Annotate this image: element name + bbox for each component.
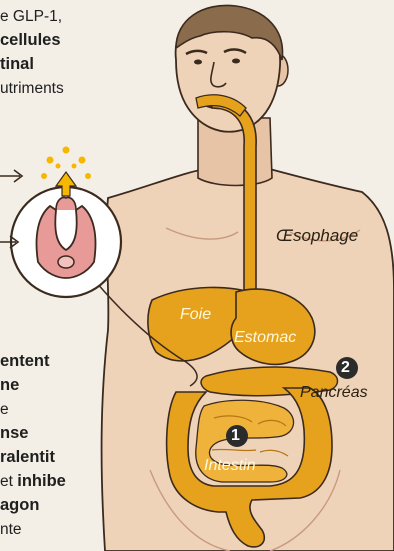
top-text-line-2: cellules: [0, 31, 61, 50]
label-pancreas: Pancréas: [300, 384, 368, 402]
bottom-text-line-8: nte: [0, 520, 22, 539]
bottom-text-line-5: ralentit: [0, 448, 55, 467]
label-foie: Foie: [180, 306, 211, 324]
pointer-arrow-1: [0, 170, 22, 182]
bottom-text-line-6: et inhibe: [0, 472, 66, 491]
top-text-line-4: utriments: [0, 79, 64, 98]
bottom-text-line-3: e: [0, 400, 9, 419]
bottom-text-line-7: agon: [0, 496, 39, 515]
cell-nucleus: [58, 256, 74, 268]
top-text-line-3: tinal: [0, 55, 34, 74]
bottom-text-line-2: ne: [0, 376, 19, 395]
pancreas-marker-number: 2: [341, 358, 350, 377]
top-text-line-1: e GLP-1,: [0, 7, 62, 26]
label-oesophage: Œsophage: [276, 226, 358, 246]
bottom-text-line-6-bold: inhibe: [17, 472, 66, 490]
bottom-text-line-1: entent: [0, 352, 50, 371]
cell-villi: [56, 198, 76, 211]
intestin-marker-number: 1: [231, 426, 240, 445]
eye-right: [232, 59, 240, 64]
label-intestin: Intestin: [204, 457, 256, 475]
bottom-text-line-4: nse: [0, 424, 28, 443]
label-estomac: Estomac: [234, 329, 296, 347]
bottom-text-line-6-regular: et: [0, 473, 13, 490]
eye-left: [194, 60, 202, 65]
